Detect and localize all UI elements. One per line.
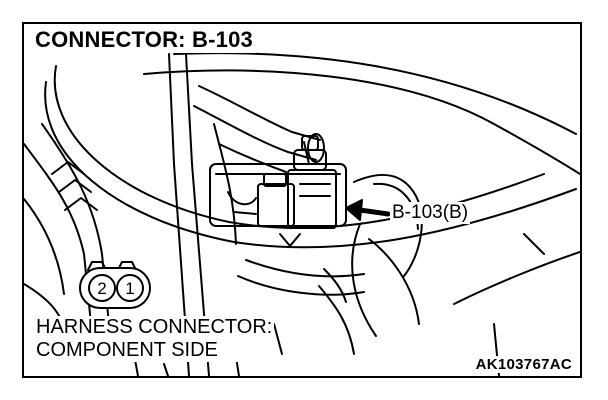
connector-title: CONNECTOR: B-103 bbox=[32, 27, 256, 53]
hose-lines bbox=[44, 52, 580, 305]
callout-arrow bbox=[345, 199, 391, 221]
wire-harness-right bbox=[237, 173, 423, 355]
vertical-pipes bbox=[168, 53, 237, 376]
pin-2-circle bbox=[88, 274, 116, 302]
figure-code: AK103767AC bbox=[473, 356, 574, 373]
diagram-frame: 2 1 CONNECTOR: B-103 B-103(B) HARNESS CO… bbox=[22, 22, 582, 378]
harness-label-line1: HARNESS CONNECTOR: bbox=[36, 316, 273, 338]
component-body bbox=[209, 135, 347, 247]
harness-label-line2: COMPONENT SIDE bbox=[36, 339, 218, 361]
connector-b103-housing bbox=[287, 169, 337, 229]
pin-label-1: 1 bbox=[125, 279, 134, 298]
tube-assembly bbox=[193, 85, 325, 173]
engine-bay-illustration: 2 1 bbox=[24, 52, 580, 376]
adjacent-connector bbox=[257, 183, 295, 227]
harness-connector-label: HARNESS CONNECTOR: COMPONENT SIDE bbox=[34, 316, 275, 362]
pin-1-circle bbox=[116, 274, 144, 302]
callout-label: B-103(B) bbox=[390, 202, 471, 224]
pin-label-2: 2 bbox=[97, 279, 106, 298]
harness-connector-face: 2 1 bbox=[79, 261, 151, 309]
